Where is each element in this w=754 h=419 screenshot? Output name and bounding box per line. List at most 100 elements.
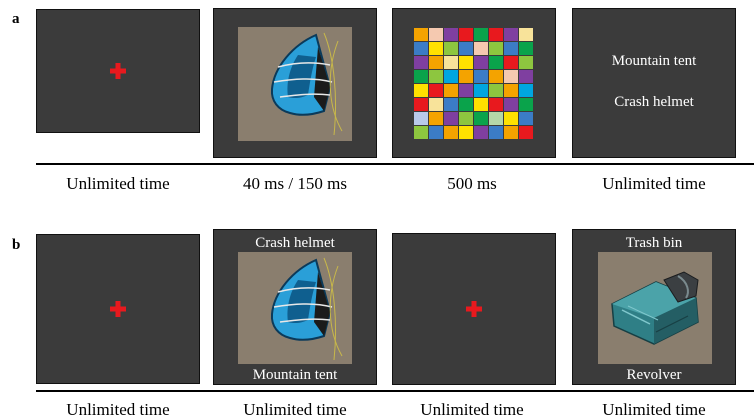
mask-cell bbox=[519, 56, 533, 69]
mask-cell bbox=[504, 112, 518, 125]
mask-cell bbox=[414, 42, 428, 55]
panel-b-labeled-object-screen-2: Trash bin Revolver bbox=[572, 229, 736, 385]
mask-cell bbox=[429, 84, 443, 97]
panel-a-response-screen: Mountain tent Crash helmet bbox=[572, 8, 736, 158]
mask-cell bbox=[459, 56, 473, 69]
response-option-1: Mountain tent bbox=[611, 53, 697, 69]
panel-b-timeline bbox=[36, 390, 754, 392]
fixation-cross-icon bbox=[110, 301, 126, 317]
mask-cell bbox=[504, 126, 518, 139]
mask-cell bbox=[489, 84, 503, 97]
mask-cell bbox=[504, 56, 518, 69]
mask-cell bbox=[444, 56, 458, 69]
mask-cell bbox=[459, 28, 473, 41]
fixation-cross-icon bbox=[110, 63, 126, 79]
mask-cell bbox=[504, 70, 518, 83]
object-label-bottom: Revolver bbox=[626, 367, 682, 383]
panel-b-duration-3: Unlimited time bbox=[420, 400, 524, 419]
mask-cell bbox=[504, 84, 518, 97]
mask-cell bbox=[504, 98, 518, 111]
mask-cell bbox=[429, 70, 443, 83]
crash-helmet-icon bbox=[270, 257, 343, 361]
mask-cell bbox=[519, 70, 533, 83]
mask-cell bbox=[504, 28, 518, 41]
mask-cell bbox=[519, 98, 533, 111]
mask-cell bbox=[474, 56, 488, 69]
panel-b-labeled-object-screen-1: Crash helmet Mountain tent bbox=[213, 229, 377, 385]
mask-cell bbox=[489, 70, 503, 83]
mask-cell bbox=[474, 126, 488, 139]
mask-cell bbox=[489, 28, 503, 41]
mask-cell bbox=[459, 112, 473, 125]
mask-cell bbox=[489, 98, 503, 111]
fixation-cross-icon bbox=[466, 301, 482, 317]
mask-cell bbox=[459, 70, 473, 83]
mask-cell bbox=[414, 70, 428, 83]
mask-cell bbox=[459, 42, 473, 55]
mask-cell bbox=[459, 98, 473, 111]
panel-b-duration-1: Unlimited time bbox=[66, 400, 170, 419]
panel-a-duration-2: 40 ms / 150 ms bbox=[243, 174, 347, 193]
mask-cell bbox=[414, 56, 428, 69]
mask-cell bbox=[519, 84, 533, 97]
mask-cell bbox=[429, 28, 443, 41]
panel-a-fixation-screen bbox=[36, 9, 200, 133]
mask-cell bbox=[444, 70, 458, 83]
object-photo bbox=[598, 252, 712, 364]
mask-cell bbox=[489, 126, 503, 139]
panel-a-letter: a bbox=[12, 11, 20, 27]
mask-cell bbox=[444, 28, 458, 41]
mask-cell bbox=[429, 56, 443, 69]
response-option-2: Crash helmet bbox=[614, 94, 694, 110]
mask-cell bbox=[474, 98, 488, 111]
panel-a-object-screen bbox=[213, 8, 377, 158]
trash-bin-icon bbox=[611, 271, 699, 345]
mask-cell bbox=[474, 28, 488, 41]
panel-a-duration-3: 500 ms bbox=[447, 174, 497, 193]
mask-cell bbox=[519, 112, 533, 125]
object-photo bbox=[238, 252, 352, 364]
object-label-top: Crash helmet bbox=[255, 235, 335, 251]
mask-cell bbox=[414, 98, 428, 111]
mask-cell bbox=[414, 28, 428, 41]
mask-cell bbox=[429, 98, 443, 111]
mask-cell bbox=[474, 112, 488, 125]
mask-cell bbox=[519, 42, 533, 55]
panel-a-duration-4: Unlimited time bbox=[602, 174, 706, 193]
panel-a-mask-screen bbox=[392, 8, 556, 158]
mask-cell bbox=[444, 84, 458, 97]
mask-cell bbox=[489, 42, 503, 55]
panel-a-timeline bbox=[36, 163, 754, 165]
mask-cell bbox=[519, 28, 533, 41]
crash-helmet-icon bbox=[270, 32, 343, 136]
mask-cell bbox=[489, 56, 503, 69]
mask-cell bbox=[414, 112, 428, 125]
panel-b-duration-2: Unlimited time bbox=[243, 400, 347, 419]
panel-b-fixation-screen-1 bbox=[36, 234, 200, 384]
mask-cell bbox=[489, 112, 503, 125]
mask-cell bbox=[429, 112, 443, 125]
panel-a-fixation-screen-frame bbox=[36, 8, 200, 158]
mask-cell bbox=[504, 42, 518, 55]
object-photo bbox=[238, 27, 352, 141]
color-mask-grid bbox=[414, 28, 533, 139]
mask-cell bbox=[444, 42, 458, 55]
mask-cell bbox=[444, 126, 458, 139]
mask-cell bbox=[474, 70, 488, 83]
object-label-top: Trash bin bbox=[625, 235, 683, 251]
mask-cell bbox=[414, 126, 428, 139]
mask-cell bbox=[414, 84, 428, 97]
panel-b-duration-4: Unlimited time bbox=[602, 400, 706, 419]
mask-cell bbox=[519, 126, 533, 139]
mask-cell bbox=[444, 112, 458, 125]
mask-cell bbox=[474, 42, 488, 55]
mask-cell bbox=[459, 84, 473, 97]
mask-cell bbox=[429, 42, 443, 55]
panel-b-fixation-screen-2 bbox=[392, 233, 556, 385]
mask-cell bbox=[429, 126, 443, 139]
panel-b-letter: b bbox=[12, 237, 21, 253]
mask-cell bbox=[474, 84, 488, 97]
mask-cell bbox=[444, 98, 458, 111]
object-label-bottom: Mountain tent bbox=[252, 367, 338, 383]
mask-cell bbox=[459, 126, 473, 139]
